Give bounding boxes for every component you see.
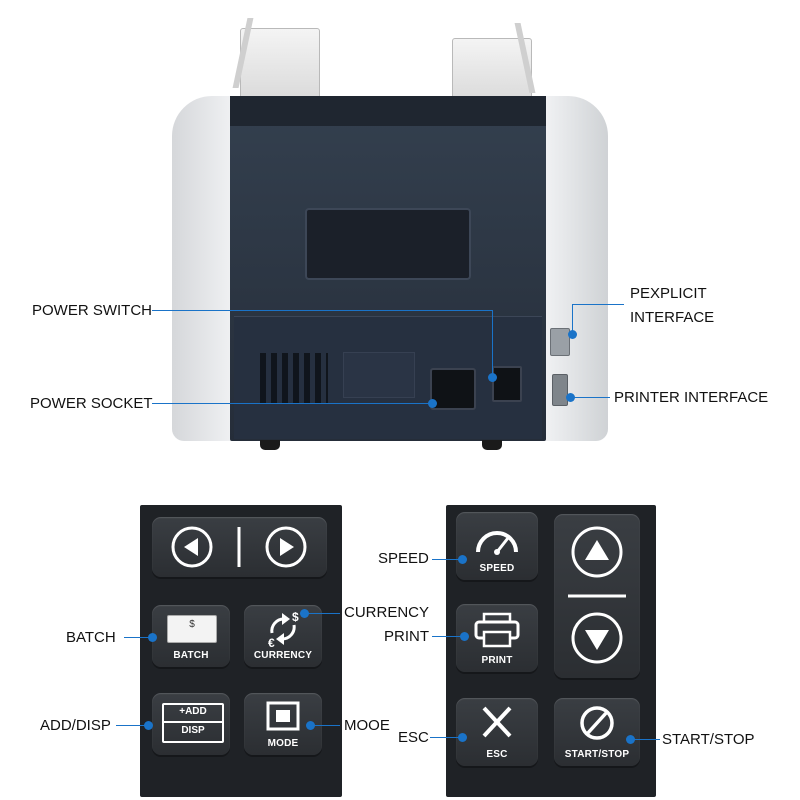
- add-disp-line: [116, 725, 146, 726]
- print-key-text: PRINT: [481, 655, 513, 666]
- mode-label: MOOE: [344, 717, 390, 734]
- up-down-icons: [568, 526, 626, 664]
- power-switch-label: POWER SWITCH: [32, 302, 152, 319]
- esc-key-text: ESC: [486, 749, 508, 760]
- up-down-key[interactable]: [554, 514, 640, 678]
- esc-line: [430, 737, 460, 738]
- close-icon: [482, 706, 512, 738]
- rear-window: [305, 208, 471, 280]
- currency-label: CURRENCY: [344, 604, 430, 621]
- pexplicit-interface-label-line1: PEXPLICIT: [630, 285, 707, 302]
- printer-icon: [474, 612, 520, 648]
- add-disp-key[interactable]: +ADD DISP: [152, 693, 230, 755]
- start-stop-dot: [626, 735, 635, 744]
- mode-dot: [306, 721, 315, 730]
- speedometer-icon: [476, 531, 518, 555]
- speed-key-text: SPEED: [479, 563, 515, 574]
- pexplicit-interface-dot: [568, 330, 577, 339]
- pexplicit-interface-line-h: [572, 304, 624, 305]
- currency-key-text: CURRENCY: [253, 650, 313, 661]
- banknote-icon: $: [167, 615, 217, 643]
- batch-dot: [148, 633, 157, 642]
- speed-label: SPEED: [378, 550, 429, 567]
- disp-text: DISP: [181, 725, 205, 736]
- power-switch-line-v: [492, 310, 493, 378]
- print-label: PRINT: [384, 628, 429, 645]
- batch-line: [124, 637, 150, 638]
- start-stop-label: START/STOP: [662, 731, 755, 748]
- mode-key-text: MODE: [267, 738, 299, 749]
- prev-next-key[interactable]: [152, 517, 327, 577]
- svg-text:$: $: [292, 610, 299, 624]
- add-disp-box: +ADD DISP: [162, 703, 224, 743]
- print-key[interactable]: PRINT: [456, 604, 538, 672]
- power-socket-label: POWER SOCKET: [30, 395, 153, 412]
- speed-key[interactable]: SPEED: [456, 512, 538, 580]
- mode-line: [310, 725, 340, 726]
- start-stop-icon: [580, 706, 614, 740]
- power-socket-line: [152, 403, 432, 404]
- currency-line: [304, 613, 340, 614]
- printer-interface-line: [572, 397, 610, 398]
- svg-text:€: €: [268, 636, 275, 650]
- add-text: +ADD: [179, 706, 207, 717]
- print-line: [432, 636, 462, 637]
- foot-right: [482, 440, 502, 450]
- power-switch-line-h: [152, 310, 492, 311]
- power-socket-dot: [428, 399, 437, 408]
- pexplicit-interface-line-v: [572, 304, 573, 334]
- start-stop-key[interactable]: START/STOP: [554, 698, 640, 766]
- pexplicit-interface-label-line2: INTERFACE: [630, 309, 715, 326]
- currency-key[interactable]: $ € CURRENCY: [244, 605, 322, 667]
- prev-next-icons: [171, 526, 307, 568]
- add-disp-label: ADD/DISP: [40, 717, 111, 734]
- top-slot: [230, 96, 546, 126]
- printer-interface-label: PRINTER INTERFACE: [614, 389, 769, 406]
- add-disp-divider: [164, 721, 222, 723]
- batch-label: BATCH: [66, 629, 116, 646]
- start-stop-key-text: START/STOP: [564, 749, 630, 760]
- banknote-symbol: $: [189, 619, 195, 630]
- add-disp-dot: [144, 721, 153, 730]
- print-dot: [460, 632, 469, 641]
- power-switch-dot: [488, 373, 497, 382]
- speed-line: [432, 559, 460, 560]
- power-socket: [430, 368, 476, 410]
- batch-key-text: BATCH: [173, 650, 209, 661]
- label-plate: [343, 352, 415, 398]
- esc-key[interactable]: ESC: [456, 698, 538, 766]
- vent-grille: [260, 353, 328, 403]
- serial-port: [552, 374, 568, 406]
- batch-key[interactable]: $ BATCH: [152, 605, 230, 667]
- currency-exchange-icon: $ €: [268, 610, 299, 650]
- start-stop-line: [632, 739, 660, 740]
- money-counter-machine: [160, 18, 620, 458]
- usb-port: [550, 328, 570, 356]
- currency-dot: [300, 609, 309, 618]
- foot-left: [260, 440, 280, 450]
- speed-dot: [458, 555, 467, 564]
- esc-label: ESC: [398, 729, 429, 746]
- power-switch[interactable]: [492, 366, 522, 402]
- mode-icon: [266, 701, 300, 731]
- esc-dot: [458, 733, 467, 742]
- printer-interface-dot: [566, 393, 575, 402]
